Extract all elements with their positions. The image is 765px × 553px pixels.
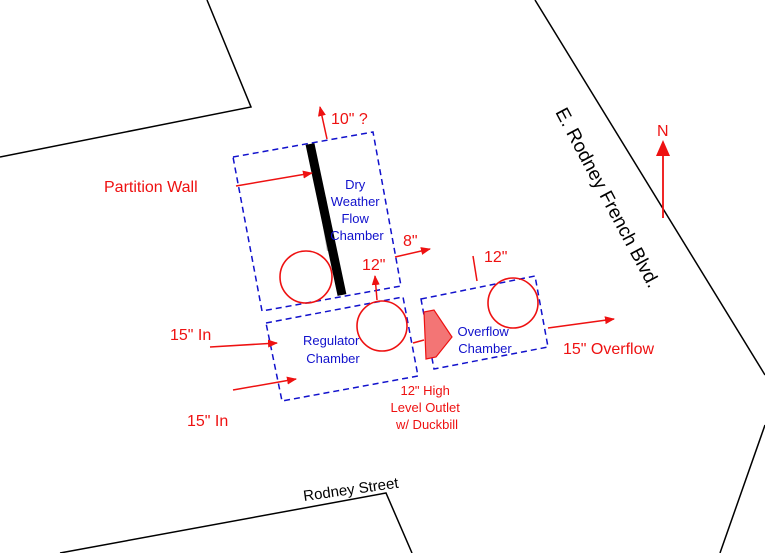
pipe-10-arrow	[318, 106, 328, 140]
pipe-12-ovf-mark	[472, 255, 478, 282]
building-outline-right	[534, 0, 765, 376]
pipe-10-label: 10" ?	[331, 111, 368, 128]
building-outline-top	[0, 0, 253, 158]
pipe-12-reg-label: 12"	[362, 257, 385, 274]
high-outlet-pipe	[412, 339, 425, 344]
pipe-12-reg-arrow	[371, 275, 380, 301]
dry-weather-label: Dry Weather Flow Chamber	[330, 177, 384, 243]
regulator-label: Regulator Chamber	[303, 333, 363, 366]
high-outlet-label: 12" High Level Outlet w/ Duckbill	[391, 383, 464, 432]
regulator-manhole	[356, 300, 408, 352]
partition-wall-pointer	[235, 170, 313, 187]
overflow-out-label: 15" Overflow	[563, 341, 654, 358]
building-outline-bottom	[59, 492, 413, 553]
inlet-1-label: 15" In	[170, 327, 211, 344]
street-label: Rodney Street	[302, 475, 400, 505]
dry-weather-manhole	[279, 250, 333, 304]
overflow-out-arrow	[547, 316, 615, 329]
overflow-label: Overflow Chamber	[458, 324, 513, 356]
inlet-1-arrow	[209, 339, 278, 348]
partition-wall	[305, 143, 347, 296]
north-arrow-icon	[656, 140, 670, 156]
pipe-8-label: 8"	[403, 233, 418, 250]
partition-wall-label: Partition Wall	[104, 179, 198, 196]
pipe-12-ovf-label: 12"	[484, 249, 507, 266]
building-outline-corner	[719, 424, 765, 553]
inlet-2-arrow	[232, 376, 297, 391]
boulevard-label: E. Rodney French Blvd.	[551, 104, 664, 291]
regulator-chamber-outline	[265, 296, 419, 402]
overflow-manhole	[487, 277, 539, 329]
dry-weather-chamber-outline	[232, 131, 402, 312]
duckbill-valve-icon	[423, 309, 453, 360]
north-label: N	[657, 123, 669, 140]
pipe-8-arrow	[394, 247, 431, 258]
inlet-2-label: 15" In	[187, 413, 228, 430]
